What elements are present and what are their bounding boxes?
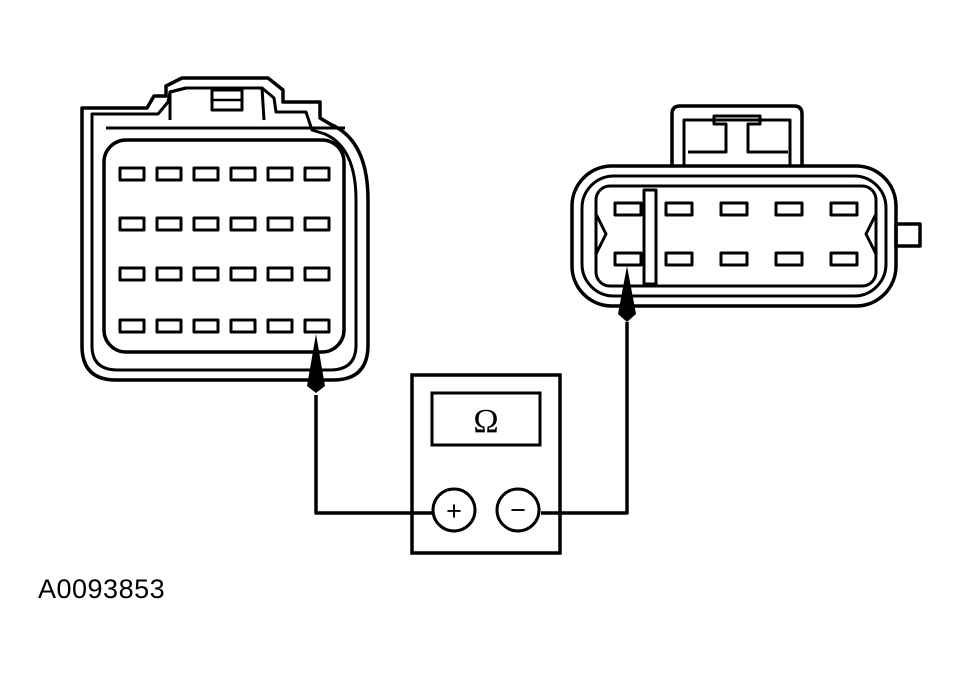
meter-display (430, 391, 542, 447)
test-leads (314, 322, 629, 515)
ohm-symbol: Ω (473, 403, 498, 440)
positive-lead (314, 395, 432, 515)
left-connector-pins (118, 166, 331, 334)
positive-label: + (446, 496, 462, 526)
positive-probe-tip (307, 334, 325, 393)
left-connector (80, 76, 370, 382)
negative-label: − (510, 495, 526, 525)
negative-probe-tip (618, 266, 636, 322)
figure-id-label: A0093853 (38, 574, 166, 604)
ohmmeter (410, 373, 562, 555)
right-connector-pins (613, 201, 859, 267)
negative-lead (541, 322, 629, 515)
positive-terminal (431, 487, 477, 533)
negative-terminal (495, 487, 541, 533)
right-connector (570, 104, 922, 308)
